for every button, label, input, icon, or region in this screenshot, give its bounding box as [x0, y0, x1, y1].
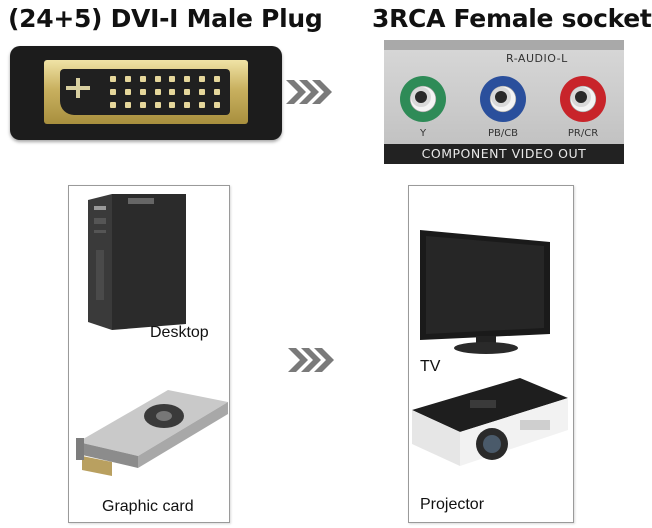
rca-socket-heading: 3RCA Female socket [372, 4, 652, 33]
rca-panel-edge [384, 40, 624, 50]
desktop-label: Desktop [150, 324, 209, 341]
projector-label: Projector [420, 496, 485, 513]
chevron-arrows-icon [288, 348, 334, 372]
projector-image [412, 378, 568, 466]
desktop-tower-image [88, 194, 186, 330]
jack-label-y: Y [419, 128, 427, 139]
rca-jack-pr [554, 70, 612, 128]
rca-socket-image: R-AUDIO-L Y PB/CB PR/CR COMPONENT VIDEO … [384, 40, 624, 164]
rca-jack-pb [474, 70, 532, 128]
rca-jack-hole [571, 87, 591, 107]
rca-jack-hole [491, 87, 511, 107]
dvi-plug-heading: (24+5) DVI-I Male Plug [8, 4, 323, 33]
tv-image [420, 230, 550, 354]
rca-jack-hole [411, 87, 431, 107]
dvi-flat-blade-vertical [76, 78, 80, 98]
graphic-card-label: Graphic card [102, 498, 194, 515]
jack-label-pr: PR/CR [567, 128, 599, 139]
component-video-banner: COMPONENT VIDEO OUT [384, 144, 624, 164]
tv-label: TV [420, 358, 441, 375]
graphics-card-image [76, 390, 228, 476]
jack-label-pb: PB/CB [487, 128, 519, 139]
rca-jack-y [394, 70, 452, 128]
audio-label: R-AUDIO-L [506, 52, 568, 65]
chevron-arrows-icon [286, 80, 332, 104]
dvi-pin-grid [106, 73, 224, 111]
dvi-plug-image [10, 46, 282, 140]
